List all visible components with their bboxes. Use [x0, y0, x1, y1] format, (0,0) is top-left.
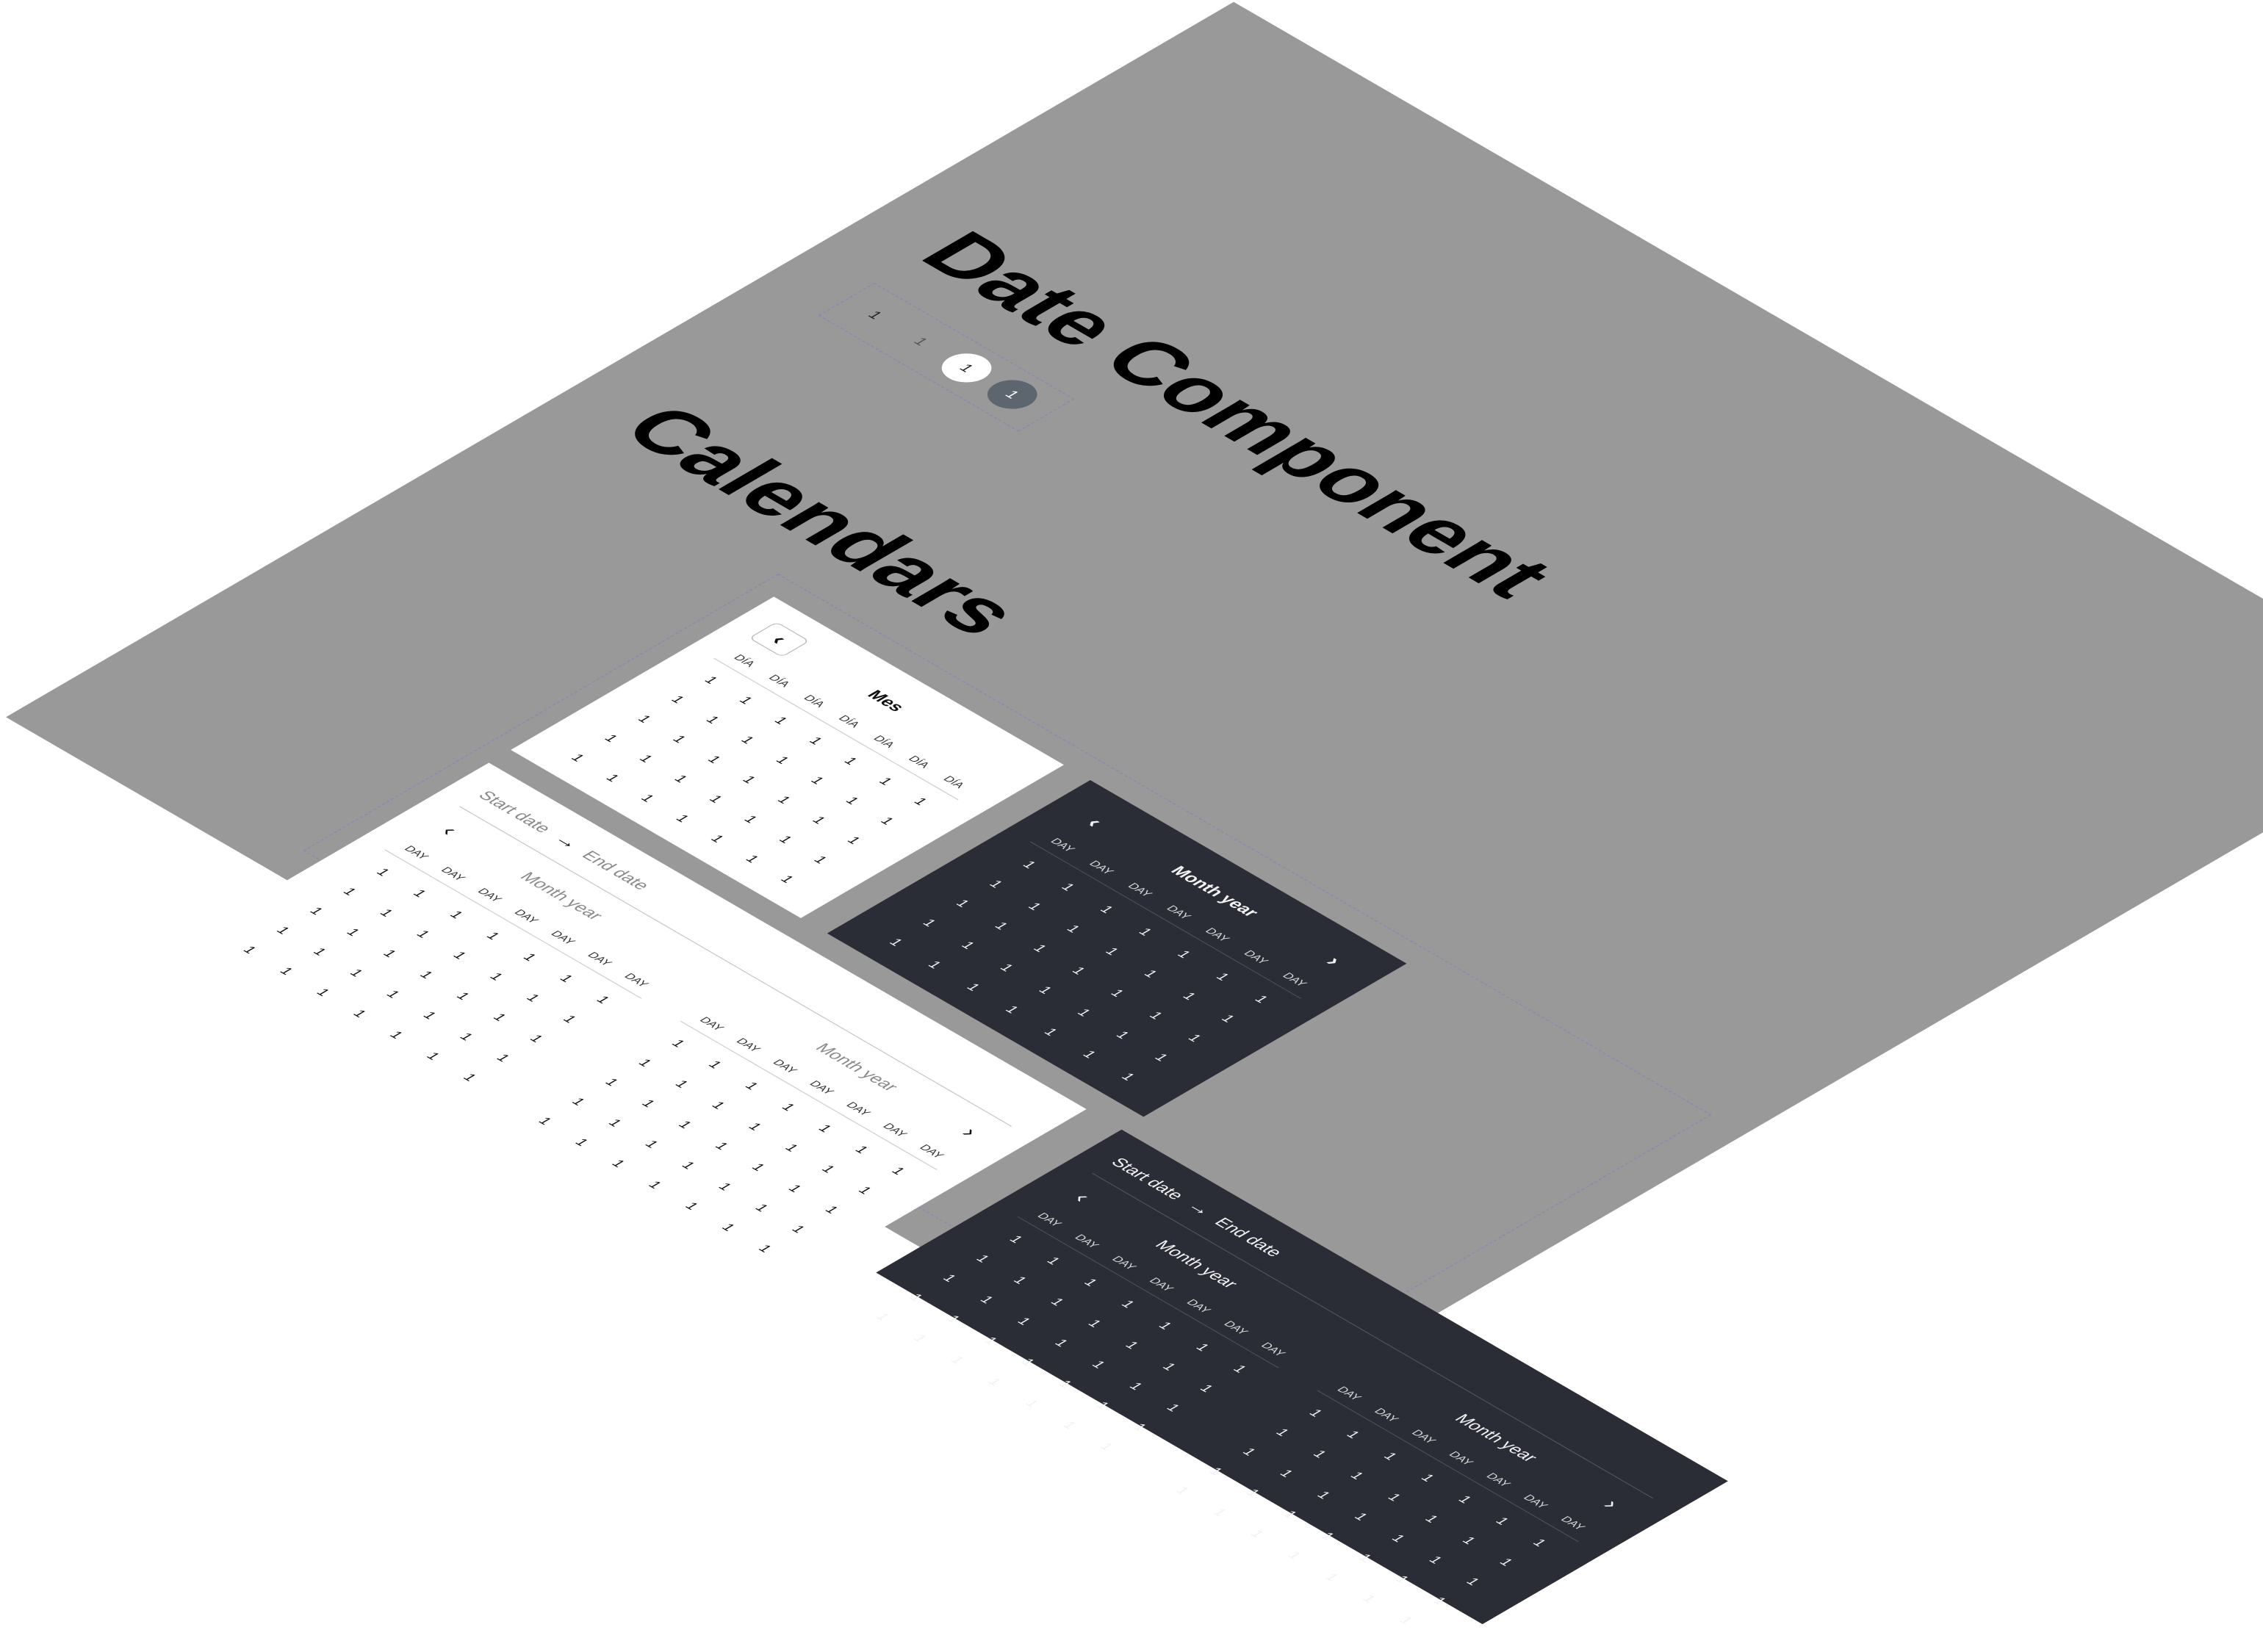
- arrow-right-icon: →: [548, 831, 586, 853]
- isometric-canvas: Date Component 1 1 1 1 Calendars ‹ Mes D…: [6, 1, 2263, 1626]
- next-month-button[interactable]: ›: [1583, 1487, 1641, 1521]
- chevron-right-icon: ›: [956, 1123, 985, 1141]
- chevron-left-icon: ‹: [1081, 814, 1109, 831]
- prev-month-button[interactable]: ‹: [1066, 806, 1124, 840]
- start-date-field[interactable]: Start date: [1107, 1155, 1189, 1202]
- end-date-field[interactable]: End date: [1210, 1214, 1287, 1260]
- calendar-month-label: Mes: [863, 688, 909, 715]
- chevron-right-icon: ›: [1597, 1496, 1626, 1512]
- chevron-left-icon: ‹: [1068, 1188, 1097, 1206]
- chevron-left-icon: ‹: [765, 631, 794, 648]
- prev-month-button[interactable]: ‹: [420, 814, 478, 848]
- end-date-field[interactable]: End date: [578, 848, 655, 892]
- start-date-field[interactable]: Start date: [474, 787, 556, 836]
- next-month-button[interactable]: ›: [1305, 944, 1363, 978]
- prev-month-button[interactable]: ‹: [748, 621, 810, 657]
- prev-month-button[interactable]: ‹: [1053, 1180, 1111, 1214]
- arrow-right-icon: →: [1181, 1197, 1218, 1219]
- next-month-button[interactable]: ›: [940, 1115, 999, 1149]
- chevron-right-icon: ›: [1320, 952, 1349, 970]
- chevron-left-icon: ‹: [436, 822, 464, 839]
